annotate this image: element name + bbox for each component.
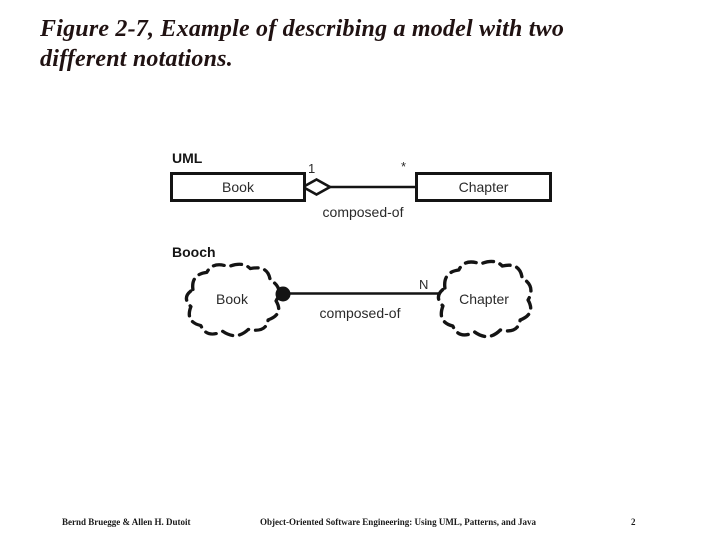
booch-multiplicity-n: N (419, 277, 429, 292)
uml-section-label: UML (172, 150, 203, 166)
booch-class-chapter: Chapter (459, 291, 509, 307)
booch-cloud-chapter (436, 259, 533, 339)
title-line-1: Figure 2-7, Example of describing a mode… (40, 16, 565, 42)
booch-cloud-book (184, 262, 281, 338)
footer-book-title: Object-Oriented Software Engineering: Us… (260, 517, 537, 527)
uml-class-book: Book (170, 172, 306, 202)
uml-multiplicity-many: * (401, 159, 407, 174)
uml-association-label: composed-of (322, 204, 404, 220)
title-line-2: different notations. (40, 46, 233, 72)
booch-association-label: composed-of (319, 305, 401, 321)
booch-class-book: Book (216, 291, 248, 307)
footer-page-number: 2 (631, 517, 636, 527)
aggregation-diamond-icon (300, 178, 333, 196)
uml-class-chapter: Chapter (415, 172, 552, 202)
page-title: Figure 2-7, Example of describing a mode… (40, 14, 680, 74)
booch-section-label: Booch (172, 244, 216, 260)
footer-authors: Bernd Bruegge & Allen H. Dutoit (62, 517, 191, 527)
uml-multiplicity-one: 1 (308, 161, 316, 176)
